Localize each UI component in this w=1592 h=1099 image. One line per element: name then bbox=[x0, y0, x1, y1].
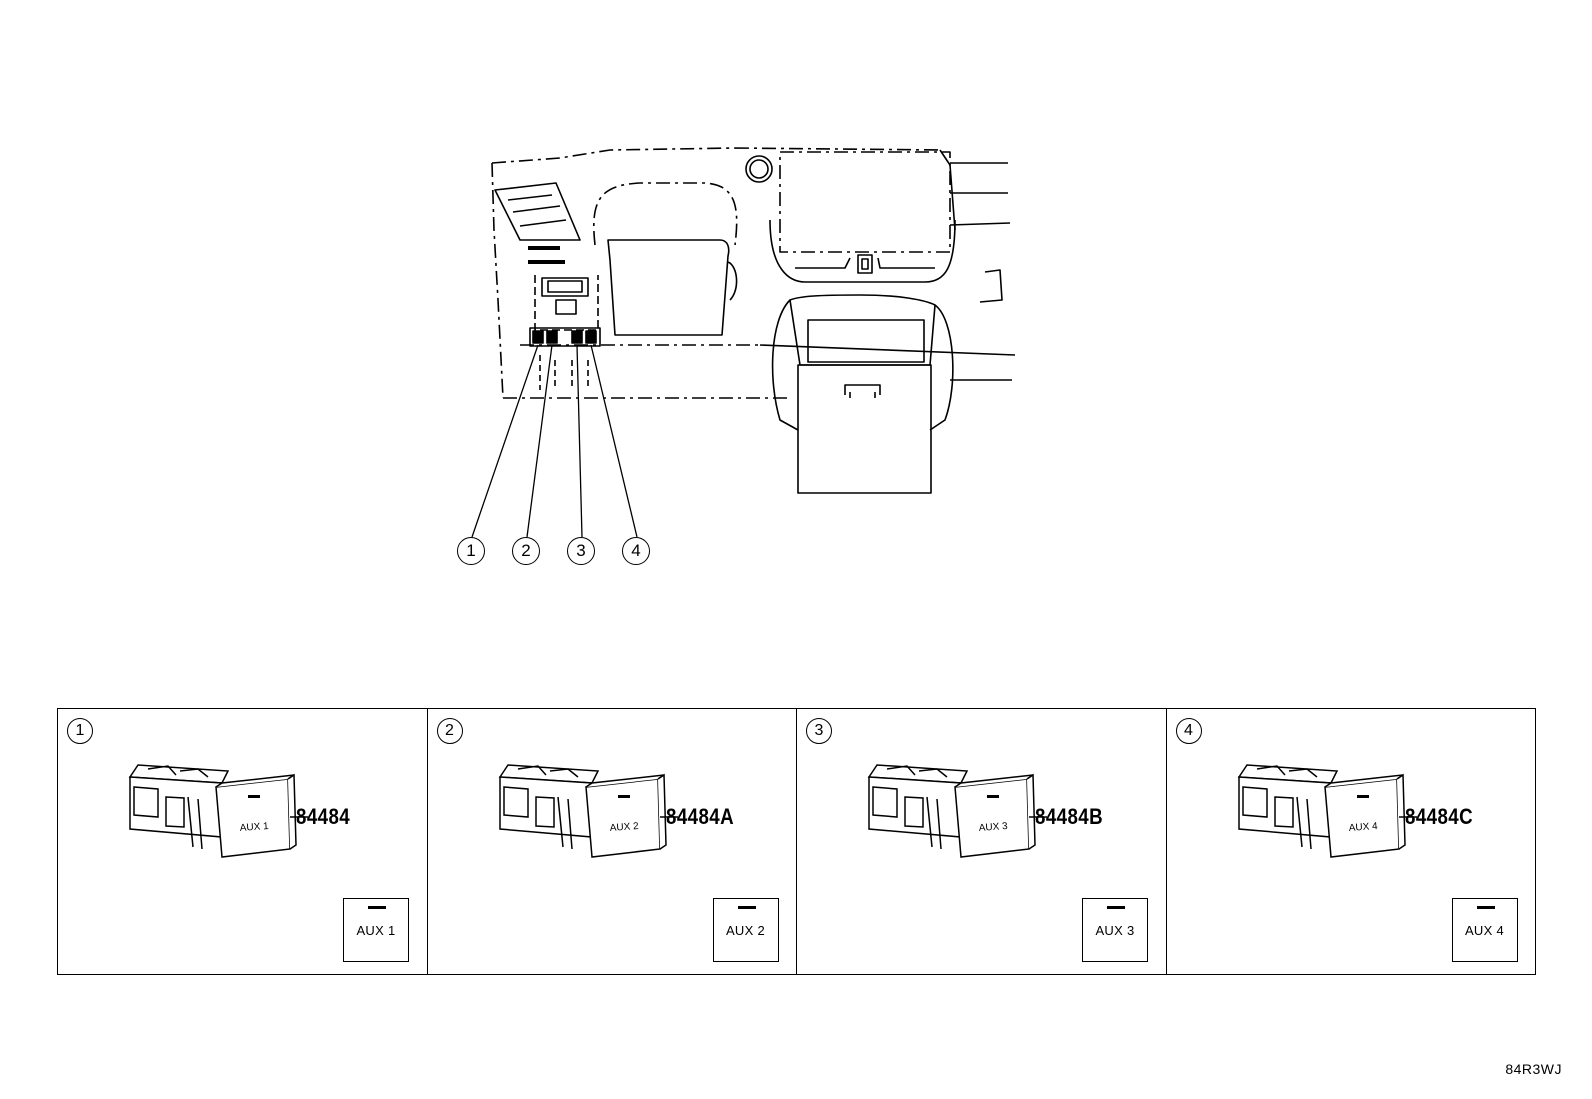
switch-panel-4: 4 AUX 4 84484C AUX 4 bbox=[1165, 709, 1536, 974]
face-label: AUX 2 bbox=[725, 923, 766, 938]
switch-detail-panels: 1 AUX 1 84484 AUX 1 2 bbox=[57, 708, 1536, 975]
cluster-hood bbox=[593, 182, 738, 246]
callout-leaders bbox=[471, 344, 638, 538]
callout-4: 4 bbox=[622, 537, 650, 565]
switch-panel-2: 2 AUX 2 84484A AUX 2 bbox=[426, 709, 797, 974]
switch-face-text: AUX 4 bbox=[1348, 821, 1378, 834]
face-label: AUX 4 bbox=[1464, 923, 1505, 938]
switch-face-view: AUX 4 bbox=[1451, 898, 1518, 962]
aux-switch-icon: AUX 4 bbox=[1237, 764, 1417, 858]
left-vent bbox=[494, 182, 581, 241]
switch-face-view: AUX 1 bbox=[343, 898, 409, 962]
panel-number: 2 bbox=[436, 718, 463, 744]
panel-number: 4 bbox=[1175, 718, 1202, 744]
switch-face-text: AUX 1 bbox=[239, 821, 269, 834]
diagram-id: 84R3WJ bbox=[1505, 1061, 1562, 1077]
aux-switch-icon: AUX 2 bbox=[498, 764, 678, 858]
steering-column bbox=[607, 239, 730, 336]
indicator-led bbox=[737, 906, 756, 909]
switch-face-view: AUX 3 bbox=[1082, 898, 1148, 962]
callout-group: 1 2 3 4 bbox=[457, 537, 650, 565]
switch-face-view: AUX 2 bbox=[712, 898, 779, 962]
switch-face-text: AUX 3 bbox=[978, 821, 1008, 834]
aux-switch-icon: AUX 3 bbox=[867, 764, 1047, 858]
dash-clock bbox=[745, 155, 773, 183]
callout-2: 2 bbox=[512, 537, 540, 565]
face-label: AUX 1 bbox=[356, 923, 396, 938]
switch-panel-3: 3 AUX 3 84484B AUX 3 bbox=[796, 709, 1166, 974]
switch-bank bbox=[529, 327, 601, 347]
part-number: 84484B bbox=[1035, 804, 1104, 829]
dashboard-left-edge bbox=[491, 162, 504, 399]
switch-face-text: AUX 2 bbox=[609, 821, 639, 834]
aux-switch-icon: AUX 1 bbox=[128, 764, 308, 858]
indicator-led bbox=[1107, 906, 1125, 909]
callout-1: 1 bbox=[457, 537, 485, 565]
part-number: 84484 bbox=[296, 804, 351, 829]
part-number: 84484C bbox=[1404, 804, 1473, 829]
indicator-led bbox=[1476, 906, 1495, 909]
center-display bbox=[779, 151, 951, 253]
center-console bbox=[789, 294, 936, 366]
panel-number: 1 bbox=[67, 718, 93, 744]
indicator-led bbox=[368, 906, 386, 909]
panel-number: 3 bbox=[806, 718, 832, 744]
dashboard-illustration bbox=[491, 147, 1016, 494]
part-number: 84484A bbox=[665, 804, 734, 829]
switch-panel-1: 1 AUX 1 84484 AUX 1 bbox=[58, 709, 427, 974]
dashboard-outline bbox=[491, 147, 941, 164]
face-label: AUX 3 bbox=[1095, 923, 1135, 938]
callout-3: 3 bbox=[567, 537, 595, 565]
